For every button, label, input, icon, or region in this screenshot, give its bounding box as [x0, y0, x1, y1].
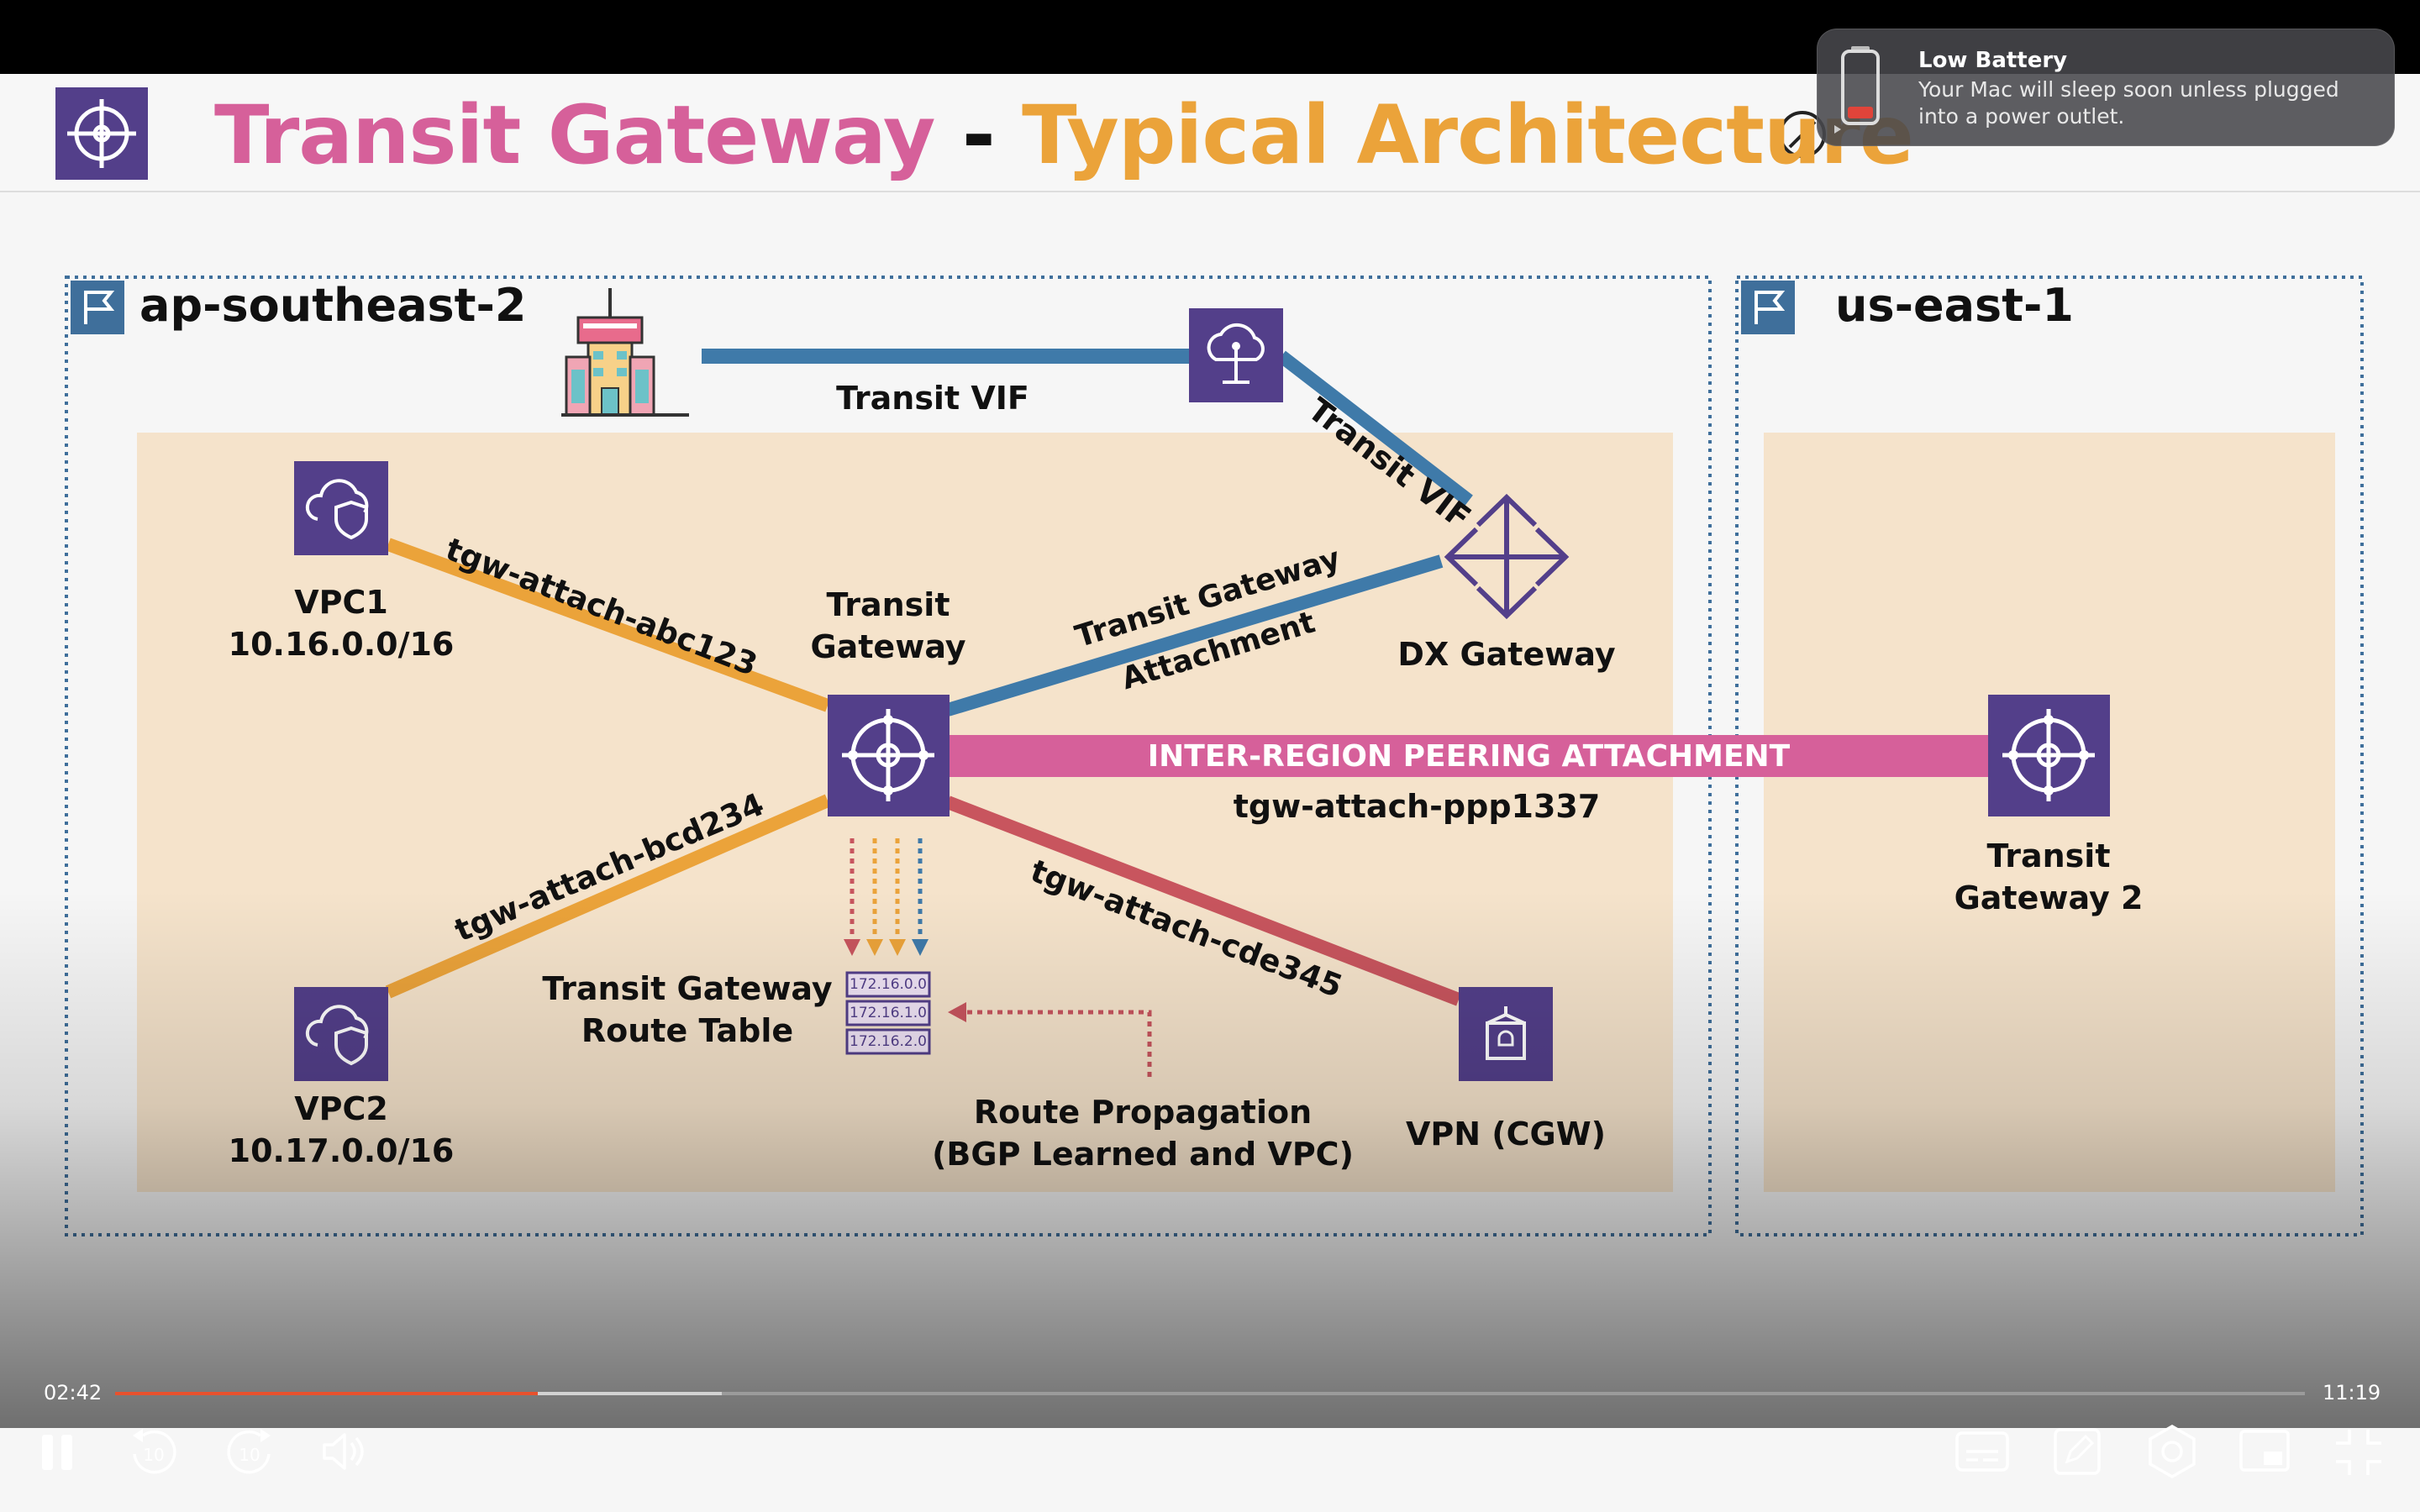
low-battery-notification[interactable]: Low Battery Your Mac will sleep soon unl…	[1817, 29, 2395, 146]
title-separator: -	[961, 88, 996, 182]
tgw-label-line2: Gateway	[810, 628, 966, 665]
direct-connect-icon	[1189, 308, 1283, 402]
route-propagation-line1: Route Propagation	[973, 1094, 1313, 1131]
peering-id-label: tgw-attach-ppp1337	[1233, 788, 1601, 825]
forward-seconds: 10	[239, 1445, 260, 1465]
notification-title: Low Battery	[1918, 48, 2068, 73]
played-bar	[115, 1392, 538, 1395]
vpc-icon	[294, 987, 388, 1081]
captions-icon[interactable]	[1953, 1426, 2012, 1477]
slide: Transit Gateway - Typical Architecture a…	[0, 74, 2420, 1512]
peering-label: INTER-REGION PEERING ATTACHMENT	[1147, 739, 1791, 774]
transit-vif-label: Transit VIF	[836, 380, 1029, 417]
vpc1-name: VPC1	[294, 584, 388, 621]
notes-icon[interactable]	[2050, 1425, 2104, 1478]
vpc-icon	[294, 461, 388, 555]
current-time: 02:42	[44, 1381, 103, 1404]
picture-in-picture-icon[interactable]	[2237, 1426, 2292, 1477]
flag-icon	[71, 281, 124, 334]
region-name-ap-southeast-2: ap-southeast-2	[139, 279, 527, 332]
tgw-label-line1: Transit	[826, 586, 950, 623]
route-entry: 172.16.1.0	[850, 1005, 927, 1021]
exit-fullscreen-icon[interactable]	[2331, 1425, 2386, 1480]
title-part2: Typical Architecture	[1022, 88, 1914, 182]
route-entry: 172.16.0.0	[850, 976, 927, 993]
dx-gateway-label: DX Gateway	[1397, 636, 1616, 673]
title-part1: Transit Gateway	[214, 88, 935, 182]
transit-gateway-logo-icon	[55, 87, 148, 180]
vpc2-name: VPC2	[294, 1090, 388, 1127]
vpn-label: VPN (CGW)	[1405, 1116, 1607, 1152]
region-name-us-east-1: us-east-1	[1835, 279, 2075, 332]
video-controls: 02:42 11:19 10 10	[0, 1361, 2420, 1512]
rewind-10-icon[interactable]: 10	[124, 1422, 183, 1481]
vpc1-cidr: 10.16.0.0/16	[228, 626, 455, 663]
progress-track[interactable]	[115, 1392, 2305, 1395]
rewind-seconds: 10	[143, 1445, 164, 1465]
vpn-icon	[1459, 987, 1553, 1081]
slide-title: Transit Gateway - Typical Architecture	[214, 88, 1914, 182]
transit-gateway-icon	[828, 695, 950, 816]
vpc2-cidr: 10.17.0.0/16	[228, 1132, 455, 1169]
dx-gateway-icon	[1444, 493, 1570, 620]
flag-icon	[1741, 281, 1795, 334]
settings-icon[interactable]	[2143, 1422, 2202, 1481]
region-box-us-east-1	[1735, 276, 2364, 1236]
transit-gateway-icon	[1988, 695, 2110, 816]
route-table-label-line2: Route Table	[581, 1012, 794, 1049]
route-entry: 172.16.2.0	[850, 1033, 927, 1050]
pause-icon[interactable]	[34, 1426, 84, 1477]
peering-bar	[948, 735, 1990, 777]
total-time: 11:19	[2323, 1381, 2381, 1404]
notification-body: Your Mac will sleep soon unless plugged …	[1918, 77, 2339, 129]
volume-icon[interactable]	[316, 1425, 370, 1478]
forward-10-icon[interactable]: 10	[220, 1422, 279, 1481]
tgw2-label-line2: Gateway 2	[1954, 879, 2144, 916]
building-icon	[561, 288, 689, 417]
route-propagation-line2: (BGP Learned and VPC)	[932, 1136, 1354, 1173]
tgw2-label-line1: Transit	[1986, 837, 2111, 874]
battery-low-icon	[1834, 46, 1880, 134]
route-table-label-line1: Transit Gateway	[542, 970, 833, 1007]
